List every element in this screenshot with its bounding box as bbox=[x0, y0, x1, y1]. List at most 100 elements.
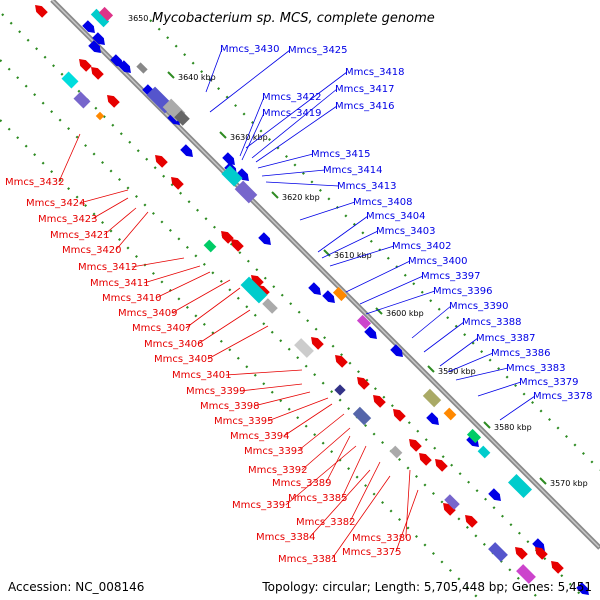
gene-feature bbox=[357, 377, 370, 390]
gene-label[interactable]: Mmcs_3396 bbox=[433, 286, 493, 297]
ruler-label: 3570 kbp bbox=[550, 479, 588, 488]
gene-label[interactable]: Mmcs_3409 bbox=[118, 308, 178, 319]
leader-line bbox=[299, 201, 356, 221]
gene-label[interactable]: Mmcs_3394 bbox=[230, 431, 290, 442]
accession-text: Accession: NC_008146 bbox=[8, 580, 145, 594]
leader-line bbox=[225, 369, 303, 376]
gene-label[interactable]: Mmcs_3397 bbox=[421, 271, 481, 282]
leader-line bbox=[329, 245, 395, 267]
gene-label[interactable]: Mmcs_3413 bbox=[337, 181, 397, 192]
gene-label[interactable]: Mmcs_3412 bbox=[78, 262, 138, 273]
gene-label[interactable]: Mmcs_3379 bbox=[519, 377, 579, 388]
gene-feature bbox=[234, 180, 258, 204]
leader-line bbox=[251, 88, 338, 159]
leader-line bbox=[209, 49, 291, 113]
gene-label[interactable]: Mmcs_3419 bbox=[262, 108, 322, 119]
leader-line bbox=[103, 207, 137, 236]
gene-label[interactable]: Mmcs_3390 bbox=[449, 301, 509, 312]
gene-label[interactable]: Mmcs_3424 bbox=[26, 198, 86, 209]
gene-label[interactable]: Mmcs_3375 bbox=[342, 547, 402, 558]
gene-label[interactable]: Mmcs_3386 bbox=[491, 348, 551, 359]
gene-label[interactable]: Mmcs_3393 bbox=[244, 446, 304, 457]
gene-label[interactable]: Mmcs_3389 bbox=[272, 478, 332, 489]
gene-label[interactable]: Mmcs_3411 bbox=[90, 278, 150, 289]
gene-label[interactable]: Mmcs_3400 bbox=[408, 256, 468, 267]
gene-label[interactable]: Mmcs_3417 bbox=[335, 84, 395, 95]
gene-label[interactable]: Mmcs_3420 bbox=[62, 245, 122, 256]
gene-label[interactable]: Mmcs_3399 bbox=[186, 386, 246, 397]
gene-feature bbox=[335, 355, 348, 368]
gene-label[interactable]: Mmcs_3385 bbox=[288, 493, 348, 504]
gene-label[interactable]: Mmcs_3398 bbox=[200, 401, 260, 412]
gene-feature bbox=[236, 168, 249, 181]
gene-label[interactable]: Mmcs_3408 bbox=[353, 197, 413, 208]
leader-line bbox=[197, 309, 251, 345]
gene-feature bbox=[240, 276, 268, 304]
leader-line bbox=[267, 397, 329, 422]
gene-label[interactable]: Mmcs_3382 bbox=[296, 517, 356, 528]
gene-label[interactable]: Mmcs_3380 bbox=[352, 533, 412, 544]
leader-line bbox=[317, 215, 369, 253]
gene-label[interactable]: Mmcs_3422 bbox=[262, 92, 322, 103]
gene-feature bbox=[444, 494, 460, 510]
gene-label[interactable]: Mmcs_3410 bbox=[102, 293, 162, 304]
gene-feature bbox=[465, 515, 478, 528]
gene-label[interactable]: Mmcs_3381 bbox=[278, 554, 338, 565]
gene-feature bbox=[443, 407, 457, 421]
gene-feature bbox=[180, 144, 193, 157]
leader-line bbox=[349, 461, 381, 523]
gene-label[interactable]: Mmcs_3430 bbox=[220, 44, 280, 55]
gene-label[interactable]: Mmcs_3405 bbox=[154, 354, 214, 365]
ruler-label: 3580 kbp bbox=[494, 423, 532, 432]
gene-label[interactable]: Mmcs_3387 bbox=[476, 333, 536, 344]
gene-label[interactable]: Mmcs_3403 bbox=[376, 226, 436, 237]
ruler-label: 3640 kbp bbox=[178, 73, 216, 82]
ruler-label: 3630 kbp bbox=[230, 133, 268, 142]
leader-line bbox=[345, 260, 411, 293]
leader-line bbox=[411, 305, 452, 339]
gene-label[interactable]: Mmcs_3388 bbox=[462, 317, 522, 328]
gene-label[interactable]: Mmcs_3423 bbox=[38, 214, 98, 225]
ruler-tick bbox=[539, 477, 547, 485]
gene-label[interactable]: Mmcs_3391 bbox=[232, 500, 292, 511]
gene-label[interactable]: Mmcs_3414 bbox=[323, 165, 383, 176]
gene-feature bbox=[443, 503, 456, 516]
gene-feature bbox=[364, 326, 377, 339]
leader-line bbox=[455, 367, 509, 381]
leader-line bbox=[185, 287, 241, 329]
gene-label[interactable]: Mmcs_3395 bbox=[214, 416, 274, 427]
gene-label[interactable]: Mmcs_3418 bbox=[345, 67, 405, 78]
gene-feature bbox=[426, 412, 439, 425]
gene-label[interactable]: Mmcs_3404 bbox=[366, 211, 426, 222]
leader-line bbox=[285, 445, 357, 506]
gene-label[interactable]: Mmcs_3401 bbox=[172, 370, 232, 381]
gene-label[interactable]: Mmcs_3402 bbox=[392, 241, 452, 252]
gene-feature bbox=[352, 406, 372, 426]
ruler-tick bbox=[271, 191, 279, 199]
gene-label[interactable]: Mmcs_3378 bbox=[533, 391, 593, 402]
leader-line bbox=[365, 290, 436, 315]
gene-label[interactable]: Mmcs_3407 bbox=[132, 323, 192, 334]
gene-feature bbox=[322, 290, 335, 303]
gene-feature bbox=[390, 344, 403, 357]
leader-line bbox=[241, 112, 265, 161]
gene-feature bbox=[332, 286, 348, 302]
gene-label[interactable]: Mmcs_3421 bbox=[50, 230, 110, 241]
gene-feature bbox=[551, 561, 564, 574]
gene-label[interactable]: Mmcs_3432 bbox=[5, 177, 65, 188]
gene-feature bbox=[35, 5, 48, 18]
leader-line bbox=[447, 352, 494, 373]
genome-summary: Topology: circular; Length: 5,705,448 bp… bbox=[262, 580, 592, 594]
gene-feature bbox=[221, 231, 234, 244]
gene-label[interactable]: Mmcs_3383 bbox=[506, 363, 566, 374]
gene-label[interactable]: Mmcs_3425 bbox=[288, 45, 348, 56]
gene-feature bbox=[488, 488, 501, 501]
gene-label[interactable]: Mmcs_3416 bbox=[335, 101, 395, 112]
gene-label[interactable]: Mmcs_3384 bbox=[256, 532, 316, 543]
ruler-label: 3600 kbp bbox=[386, 309, 424, 318]
ruler-tick bbox=[483, 421, 491, 429]
gene-label[interactable]: Mmcs_3392 bbox=[248, 465, 308, 476]
gene-label[interactable]: Mmcs_3415 bbox=[311, 149, 371, 160]
ruler-tick bbox=[167, 71, 175, 79]
gene-label[interactable]: Mmcs_3406 bbox=[144, 339, 204, 350]
